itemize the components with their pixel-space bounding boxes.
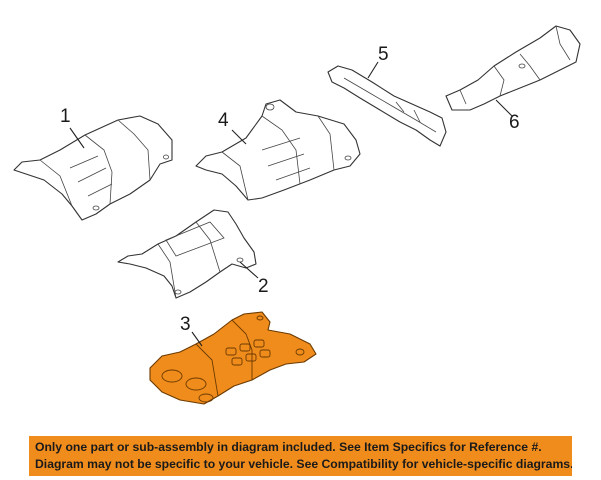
- leader-line-2: [239, 261, 259, 279]
- callout-4: 4: [218, 110, 229, 131]
- disclaimer-line-1: Only one part or sub-assembly in diagram…: [35, 440, 542, 454]
- callout-6: 6: [509, 112, 520, 133]
- part-6-heat-shield: [445, 25, 581, 111]
- leader-line-1: [69, 127, 85, 149]
- part-5-bracket-shield: [327, 65, 447, 147]
- leader-line-6: [495, 99, 513, 117]
- part-1-heat-shield: [13, 115, 173, 221]
- leader-line-5: [367, 61, 379, 79]
- parts-diagram: 1 4 5 6 2: [13, 25, 581, 405]
- callout-2: 2: [258, 276, 269, 297]
- callout-1: 1: [60, 106, 71, 127]
- leader-line-4: [231, 129, 247, 145]
- callout-5: 5: [378, 44, 389, 65]
- leader-line-3: [191, 331, 203, 347]
- part-4-heat-shield: [195, 99, 361, 201]
- disclaimer-banner: Only one part or sub-assembly in diagram…: [29, 436, 572, 476]
- callout-3: 3: [180, 314, 191, 335]
- part-2-heat-shield: [117, 209, 257, 299]
- disclaimer-line-2: Diagram may not be specific to your vehi…: [35, 457, 572, 471]
- part-3-underbody-shield-highlighted: [149, 311, 317, 405]
